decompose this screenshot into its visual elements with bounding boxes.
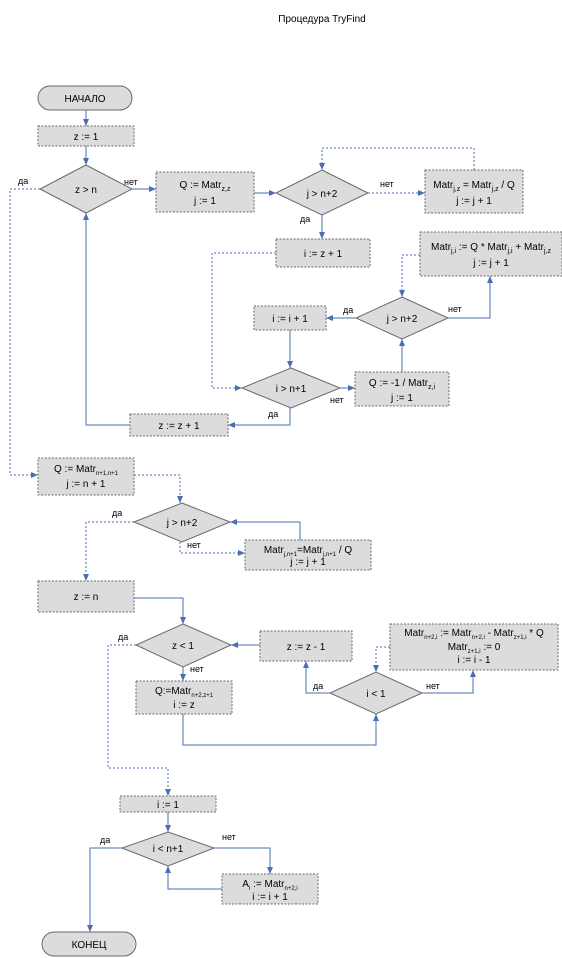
svg-text:j := n + 1: j := n + 1 [66,479,106,490]
end-terminal: КОНЕЦ [41,931,137,957]
svg-text:Matrj,z = Matrj,z / Q: Matrj,z = Matrj,z / Q [433,180,515,193]
svg-text:i < n+1: i < n+1 [153,844,184,855]
svg-text:z := n: z := n [74,592,99,603]
svg-text:j := j + 1: j := j + 1 [455,196,492,207]
svg-text:i := i - 1: i := i - 1 [457,655,491,666]
block-matr-div2: Matrj,n+1=Matrj,n+1 / Q j := j + 1 [244,539,372,571]
svg-text:z := 1: z := 1 [74,132,99,143]
block-i-inc: i := i + 1 [253,305,327,331]
label-no-j-a: нет [380,179,394,189]
svg-text:z > n: z > n [75,185,97,196]
block-a-assign: Ai := Matrn+2,i i := i + 1 [221,873,319,905]
start-label: НАЧАЛО [64,94,105,105]
label-no-i-lt-1: нет [426,681,440,691]
block-z-inc: z := z + 1 [129,413,229,437]
svg-text:Q := Matrz,z: Q := Matrz,z [180,180,231,193]
block-i-one: i := 1 [119,795,217,813]
svg-text:j := j + 1: j := j + 1 [472,258,509,269]
label-no-j-c: нет [187,540,201,550]
label-no-j-b: нет [448,304,462,314]
label-no-i-gt-n1: нет [330,395,344,405]
svg-text:i < 1: i < 1 [366,689,386,700]
block-q-assign2: Q := Matrn+1,n+1 j := n + 1 [37,457,135,496]
svg-text:i := z: i := z [173,700,194,711]
label-yes-i-lt-1: да [313,681,323,691]
block-q-assign3: Q:=Matrn+2,z+1 i := z [135,680,233,715]
label-no-z-gt-n: нет [124,177,138,187]
decision-i-lt-n1: i < n+1 [120,831,216,867]
svg-text:z := z - 1: z := z - 1 [287,642,326,653]
svg-text:Matrz+1,i := 0: Matrz+1,i := 0 [448,642,501,655]
connectors [9,110,493,932]
svg-text:Matrj,i := Q * Matrj,i + Matrj: Matrj,i := Q * Matrj,i + Matrj,z [431,242,551,255]
block-z-n: z := n [37,580,135,613]
label-no-z-lt-1: нет [190,664,204,674]
diagram-title: Процедура TryFind [278,14,365,25]
svg-text:Q := -1 / Matrz,i: Q := -1 / Matrz,i [369,378,436,391]
label-yes-z-gt-n: да [18,176,28,186]
svg-text:j := 1: j := 1 [193,196,216,207]
svg-text:j > n+2: j > n+2 [166,518,198,529]
block-q-neg: Q := -1 / Matrz,i j := 1 [354,371,450,407]
svg-text:j > n+2: j > n+2 [306,189,338,200]
end-label: КОНЕЦ [72,940,107,951]
svg-text:Ai := Matrn+2,i: Ai := Matrn+2,i [242,879,297,892]
svg-text:i := z + 1: i := z + 1 [304,249,343,260]
svg-text:j > n+2: j > n+2 [386,314,418,325]
svg-text:i := 1: i := 1 [157,800,179,811]
start-terminal: НАЧАЛО [37,85,133,111]
label-yes-i-gt-n1: да [268,409,278,419]
block-z-init: z := 1 [37,125,135,147]
svg-text:z := z + 1: z := z + 1 [158,421,200,432]
svg-text:i > n+1: i > n+1 [276,384,307,395]
label-yes-z-lt-1: да [118,632,128,642]
block-z-dec: z := z - 1 [259,630,353,662]
svg-text:i := i + 1: i := i + 1 [272,314,308,325]
svg-text:j := 1: j := 1 [390,393,413,404]
label-yes-j-b: да [343,305,353,315]
label-yes-i-lt-n1: да [100,835,110,845]
decision-j-gt-n2-b: j > n+2 [354,296,450,340]
decision-i-lt-1: i < 1 [328,671,424,715]
decision-j-gt-n2-a: j > n+2 [274,169,370,216]
label-yes-j-c: да [112,508,122,518]
block-i-assign: i := z + 1 [275,238,371,268]
svg-text:z < 1: z < 1 [172,641,194,652]
block-matr-calc: Matrn+2,i := Matrn+2,i - Matrz+1,i * Q M… [389,623,559,671]
block-q-assign: Q := Matrz,z j := 1 [155,171,255,213]
svg-text:Matrn+2,i := Matrn+2,i - Matrz: Matrn+2,i := Matrn+2,i - Matrz+1,i * Q [404,628,544,641]
svg-text:Matrj,n+1=Matrj,n+1 / Q: Matrj,n+1=Matrj,n+1 / Q [264,545,353,558]
svg-text:i := i + 1: i := i + 1 [252,892,288,903]
decision-j-gt-n2-c: j > n+2 [132,502,232,543]
decision-i-gt-n1: i > n+1 [240,367,342,409]
svg-text:Q:=Matrn+2,z+1: Q:=Matrn+2,z+1 [155,686,214,699]
label-yes-j-a: да [300,214,310,224]
block-matr-update: Matrj,i := Q * Matrj,i + Matrj,z j := j … [419,231,562,277]
svg-text:Q := Matrn+1,n+1: Q := Matrn+1,n+1 [54,464,119,477]
svg-text:j := j + 1: j := j + 1 [289,557,326,568]
decision-z-gt-n: z > n [38,164,134,214]
branch-labels: да нет нет да да нет нет да да нет да не… [18,176,462,845]
decision-z-lt-1: z < 1 [134,623,233,668]
block-matr-div: Matrj,z = Matrj,z / Q j := j + 1 [424,169,524,214]
label-no-i-lt-n1: нет [222,832,236,842]
